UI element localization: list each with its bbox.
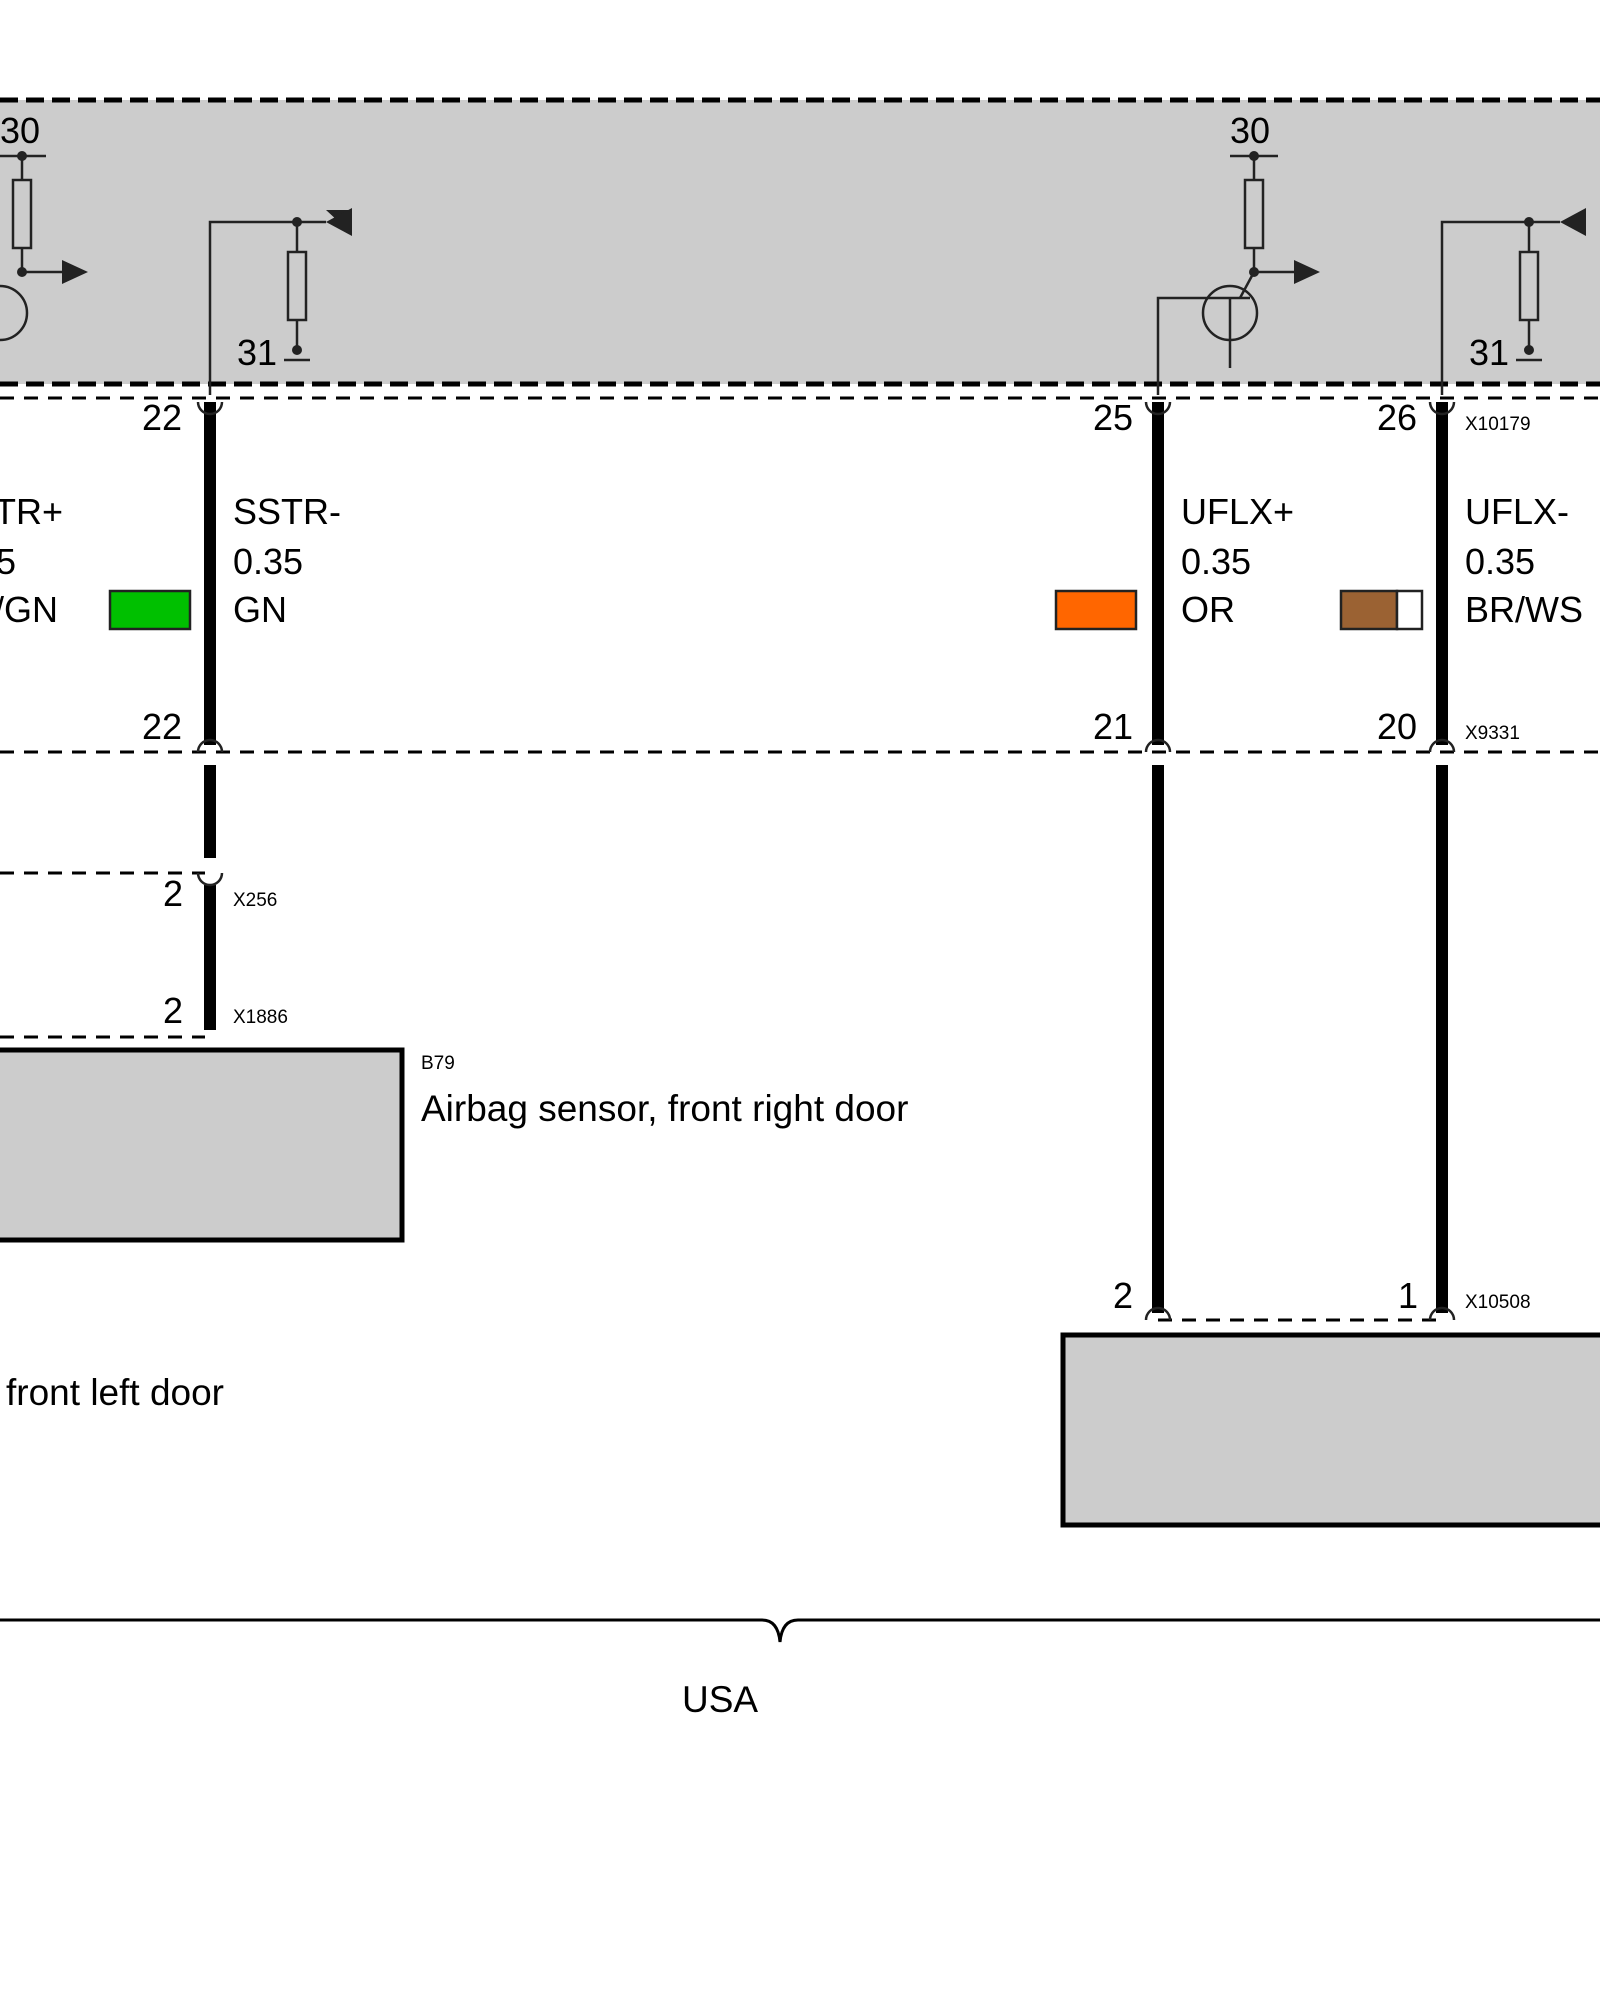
region-label: USA xyxy=(682,1679,758,1720)
sstr-minus-gauge: 0.35 xyxy=(233,541,303,582)
sstr-minus-name: SSTR- xyxy=(233,491,341,532)
uflx-minus-pin-bottom: 1 xyxy=(1398,1275,1418,1316)
sstr-minus-pin-x256: 2 xyxy=(163,873,183,914)
sstr-minus-pin-x1886: 2 xyxy=(163,990,183,1031)
uflx-plus-pin-mid: 21 xyxy=(1093,706,1133,747)
component-b79: B79 Airbag sensor, front right door xyxy=(0,1047,908,1243)
uflx-transistor-circuit: 30 xyxy=(1156,110,1320,395)
ground-31-left-label: 31 xyxy=(237,332,277,373)
resistor-sstr xyxy=(286,250,308,322)
sstr-plus-color: /GN xyxy=(0,589,58,630)
connector-x256: X256 xyxy=(233,890,277,911)
connector-x1886: X1886 xyxy=(233,1007,288,1028)
supply-30-right-label: 30 xyxy=(1230,110,1270,151)
wire-uflx-plus: UFLX+ 0.35 OR 25 21 2 xyxy=(1054,397,1294,1321)
resistor-left-supply xyxy=(11,178,33,250)
uflx-plus-gauge: 0.35 xyxy=(1181,541,1251,582)
output-arrow-left xyxy=(62,260,88,284)
sstr-pulldown-circuit: 31 xyxy=(208,208,352,395)
swatch-ws xyxy=(1395,589,1424,631)
uflx-minus-name: UFLX- xyxy=(1465,491,1569,532)
b79-description: Airbag sensor, front right door xyxy=(421,1088,908,1129)
sstr-plus-name: TR+ xyxy=(0,491,63,532)
wire-sstr-minus: SSTR- 0.35 GN 22 22 2 2 xyxy=(108,397,341,1031)
connector-x10508: X10508 xyxy=(1465,1292,1531,1313)
ground-31-right-label: 31 xyxy=(1469,332,1509,373)
left-pullup-circuit: 30 xyxy=(0,110,88,342)
uflx-minus-gauge: 0.35 xyxy=(1465,541,1535,582)
uflx-plus-pin-bottom: 2 xyxy=(1113,1275,1133,1316)
supply-30-left-label: 30 xyxy=(0,110,40,151)
brace-line xyxy=(0,1618,1600,1643)
uflx-plus-color: OR xyxy=(1181,589,1235,630)
swatch-gn xyxy=(108,589,192,631)
output-arrow-right xyxy=(1294,260,1320,284)
uflx-pulldown-circuit: 31 xyxy=(1440,208,1586,395)
resistor-right-supply xyxy=(1243,178,1265,250)
resistor-uflx xyxy=(1518,250,1540,322)
sstr-minus-pin-mid: 22 xyxy=(142,706,182,747)
sstr-minus-pin-top: 22 xyxy=(142,397,182,438)
b79-body xyxy=(0,1047,405,1243)
b79-code: B79 xyxy=(421,1053,455,1074)
connector-x10179: X10179 xyxy=(1465,414,1531,435)
connector-x9331: X9331 xyxy=(1465,723,1520,744)
uflx-minus-color: BR/WS xyxy=(1465,589,1583,630)
wire-sstr-plus-label: TR+ 5 /GN xyxy=(0,491,63,630)
module-body xyxy=(0,100,1600,384)
swatch-or xyxy=(1054,589,1138,631)
sstr-minus-color: GN xyxy=(233,589,287,630)
left-component-description: front left door xyxy=(6,1372,224,1413)
component-uflx-sensor xyxy=(1060,1332,1600,1528)
swatch-br xyxy=(1339,589,1399,631)
uflx-plus-pin-top: 25 xyxy=(1093,397,1133,438)
transistor-left xyxy=(0,284,29,342)
wire-uflx-minus: UFLX- 0.35 BR/WS 26 20 1 xyxy=(1339,397,1583,1321)
uflx-minus-pin-mid: 20 xyxy=(1377,706,1417,747)
input-arrow-uflx xyxy=(1560,208,1586,236)
control-module: 30 31 30 xyxy=(0,97,1600,395)
region-brace: USA xyxy=(0,1618,1600,1720)
sstr-plus-gauge: 5 xyxy=(0,541,16,582)
uflx-minus-pin-top: 26 xyxy=(1377,397,1417,438)
uflx-plus-name: UFLX+ xyxy=(1181,491,1294,532)
